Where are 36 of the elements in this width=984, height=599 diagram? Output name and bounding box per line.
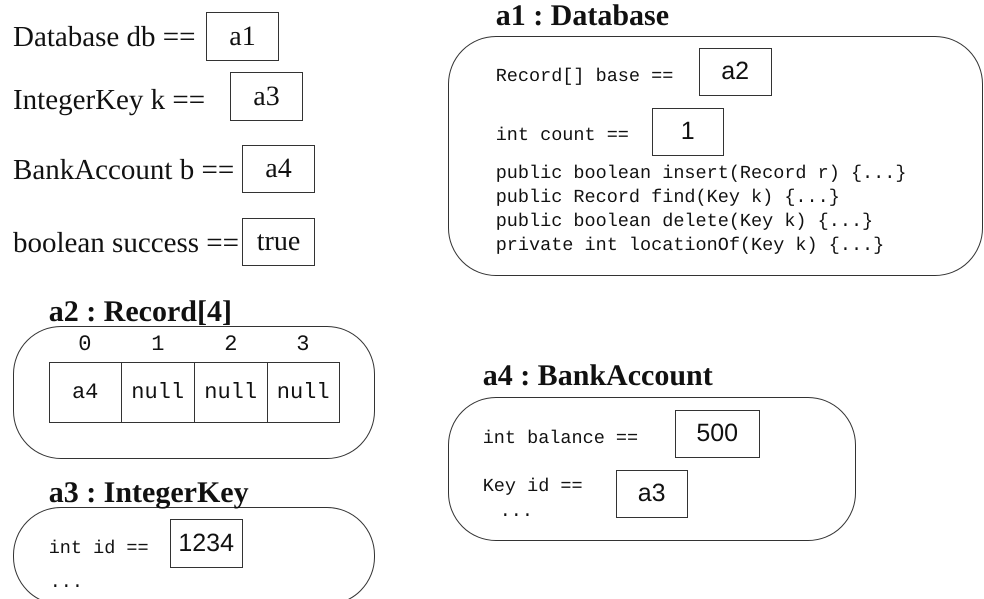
value-box: 1: [652, 108, 724, 156]
code-line: public Record find(Key k) {...}: [496, 188, 840, 208]
value-box: a1: [206, 12, 279, 61]
object-title: a2 : Record[4]: [48, 296, 232, 327]
field-label: IntegerKey k ==: [13, 86, 206, 114]
code-line: public boolean insert(Record r) {...}: [496, 164, 906, 184]
value-box: 500: [674, 410, 760, 458]
value-box: a3: [230, 72, 303, 121]
field-label: int balance ==: [482, 430, 638, 449]
value-box: null: [120, 362, 195, 423]
value-box: a2: [698, 48, 772, 96]
index-label: 3: [296, 334, 310, 356]
object-title: a4 : BankAccount: [482, 360, 713, 391]
value-box: 1234: [170, 518, 243, 568]
value-box: null: [266, 362, 340, 423]
field-label: int count ==: [496, 127, 629, 146]
value-box: a4: [242, 145, 315, 193]
value-box: true: [242, 218, 315, 266]
field-label: boolean success ==: [13, 228, 239, 258]
object-title: a3 : IntegerKey: [48, 478, 249, 508]
field-label: int id ==: [48, 540, 149, 559]
ellipsis-text: ...: [50, 574, 83, 592]
value-box: a3: [616, 470, 688, 518]
index-label: 0: [78, 334, 92, 356]
index-label: 1: [151, 334, 164, 356]
index-label: 2: [224, 334, 238, 356]
field-label: Key id ==: [482, 478, 583, 497]
field-label: Database db ==: [13, 22, 196, 52]
value-box: null: [194, 362, 268, 423]
field-label: BankAccount b ==: [13, 156, 234, 184]
field-label: Record[] base ==: [496, 68, 674, 87]
value-box: a4: [48, 362, 122, 423]
code-line: private int locationOf(Key k) {...}: [496, 236, 884, 256]
object-title: a1 : Database: [496, 0, 670, 31]
code-line: public boolean delete(Key k) {...}: [496, 212, 874, 232]
ellipsis-text: ...: [500, 502, 533, 522]
